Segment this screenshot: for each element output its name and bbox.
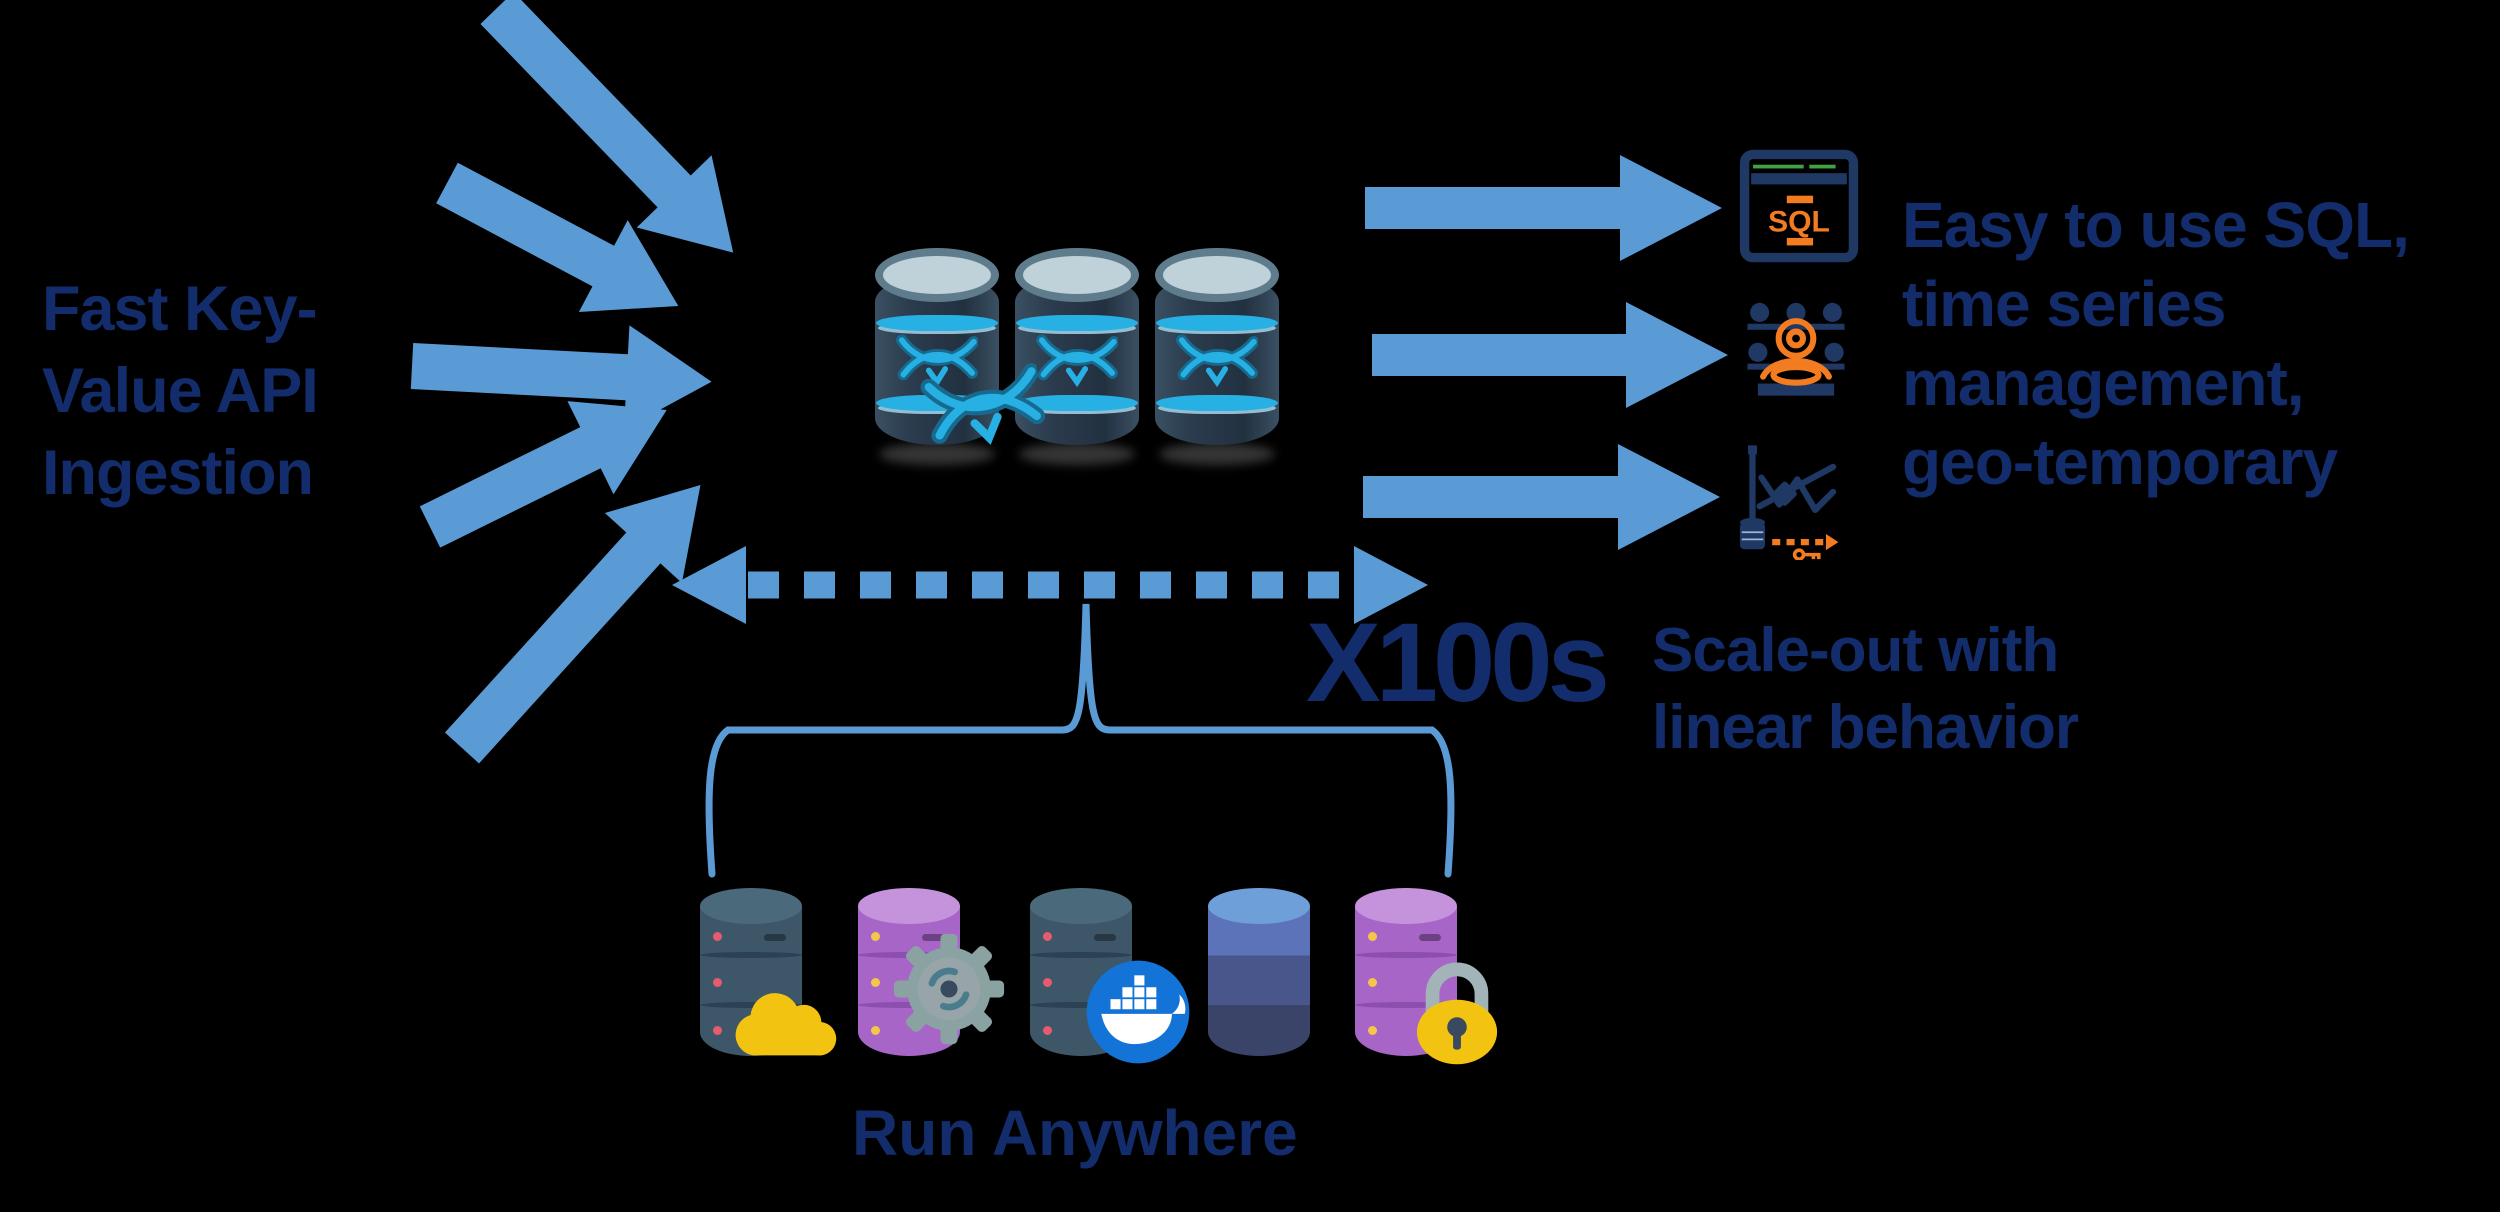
benefits-label: Easy to use SQL, time series management,…: [1902, 186, 2410, 502]
output-arrow-icon: [1372, 302, 1728, 408]
scale-dashed-arrow-icon: [672, 546, 1428, 624]
ingestion-label: Fast Key- Value API Ingestion: [42, 268, 319, 514]
cloud-database-icon: [700, 888, 837, 1064]
crossed-swords-logo-icon: [920, 363, 1046, 445]
key-icon: [1792, 548, 1821, 560]
ingestion-label-line: Value API: [42, 356, 319, 426]
database-cylinder-icon: [875, 248, 1046, 465]
crossed-swords-logo-icon: [1176, 334, 1258, 388]
crossed-swords-logo-icon: [896, 334, 978, 388]
benefits-label-line: Easy to use SQL,: [1902, 189, 2410, 261]
scale-multiplier-label: X100s: [1306, 600, 1610, 725]
output-arrow-icon: [1363, 444, 1720, 550]
time-series-chart-icon: [1739, 445, 1839, 560]
sql-window-icon: SQL: [1739, 149, 1859, 263]
ingest-arrow-icon: [436, 162, 679, 313]
ingest-arrow-icon: [480, 0, 734, 253]
database-cylinder-icon: [1155, 248, 1279, 465]
run-anywhere-label: Run Anywhere: [852, 1097, 1298, 1169]
scale-out-label: Scale-out with linear behavior: [1652, 612, 2079, 766]
docker-database-icon: [1030, 888, 1190, 1064]
benefits-label-line: geo-temporary: [1902, 426, 2338, 498]
gear-icon: [893, 933, 1005, 1045]
benefits-label-line: management,: [1902, 347, 2305, 419]
scale-out-label-line: linear behavior: [1652, 693, 2079, 762]
ingest-arrow-icon: [444, 485, 701, 764]
ingest-arrow-icon: [419, 401, 667, 548]
benefits-label-line: time series: [1902, 268, 2226, 340]
crossed-swords-logo-icon: [1036, 334, 1118, 388]
cloud-icon: [735, 993, 837, 1056]
gear-database-icon: [858, 888, 1005, 1064]
mini-database-icon: [1739, 517, 1766, 550]
multitier-database-icon: [1208, 888, 1310, 1064]
padlock-icon: [1416, 962, 1498, 1065]
secure-database-icon: [1355, 888, 1498, 1065]
ingestion-label-line: Ingestion: [42, 438, 314, 508]
scale-out-label-line: Scale-out with: [1652, 616, 2059, 685]
ingest-arrow-icon: [410, 325, 712, 430]
docker-icon: [1086, 960, 1190, 1064]
ingestion-label-line: Fast Key-: [42, 274, 318, 344]
user-management-icon: [1747, 302, 1845, 396]
sql-icon-text: SQL: [1768, 205, 1830, 238]
output-arrow-icon: [1365, 155, 1722, 261]
brace-icon: [705, 603, 1455, 878]
